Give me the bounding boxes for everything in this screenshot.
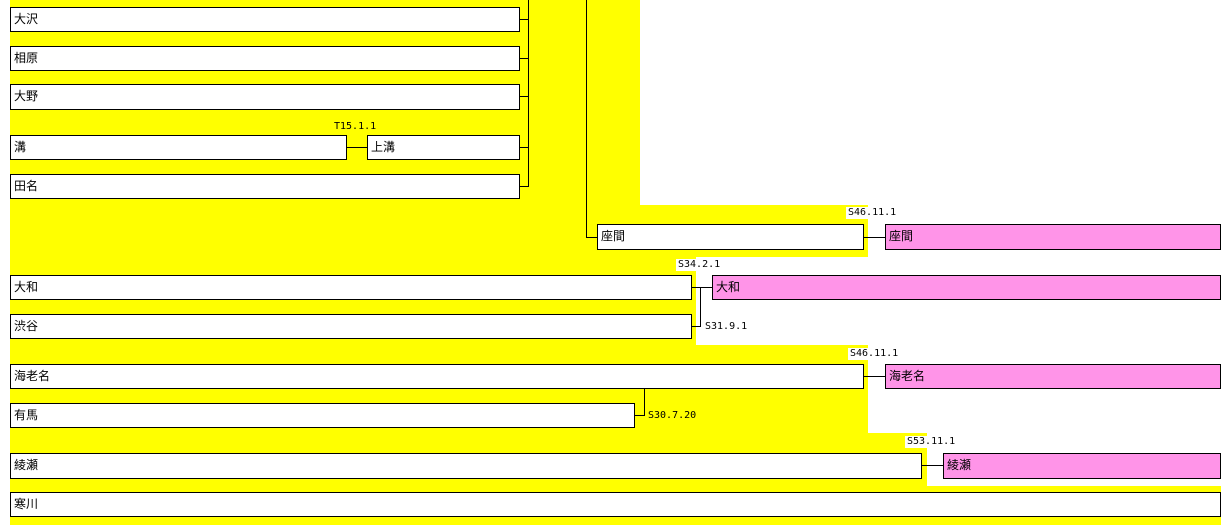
station-box-kamimizo[interactable]: 上溝 bbox=[367, 135, 520, 160]
station-box-yamato-new[interactable]: 大和 bbox=[712, 275, 1221, 300]
merge-line bbox=[644, 388, 645, 416]
date-label-arima: S30.7.20 bbox=[648, 410, 697, 421]
connector bbox=[519, 186, 528, 187]
merge-line bbox=[586, 0, 587, 238]
connector bbox=[519, 58, 528, 59]
date-label-ayase: S53.11.1 bbox=[905, 436, 958, 448]
station-box-ebina-new[interactable]: 海老名 bbox=[885, 364, 1221, 389]
merge-line bbox=[700, 287, 701, 327]
connector bbox=[863, 237, 885, 238]
station-box-zama-new[interactable]: 座間 bbox=[885, 224, 1221, 250]
station-box-oosawa[interactable]: 大沢 bbox=[10, 7, 520, 32]
station-box-oono[interactable]: 大野 bbox=[10, 84, 520, 110]
date-label-ebina: S46.11.1 bbox=[848, 348, 901, 360]
station-box-ebina-old[interactable]: 海老名 bbox=[10, 364, 864, 389]
date-label-yamato: S34.2.1 bbox=[676, 259, 723, 271]
date-label-kamimizo: T15.1.1 bbox=[334, 121, 377, 132]
date-label-shibuya: S31.9.1 bbox=[703, 321, 750, 333]
connector bbox=[586, 237, 597, 238]
connector bbox=[634, 415, 645, 416]
station-box-aihara[interactable]: 相原 bbox=[10, 46, 520, 71]
connector bbox=[519, 19, 528, 20]
station-box-ayase-new[interactable]: 綾瀬 bbox=[943, 453, 1221, 479]
merge-line bbox=[528, 0, 529, 187]
connector bbox=[346, 147, 367, 148]
connector bbox=[691, 326, 701, 327]
station-box-shibuya[interactable]: 渋谷 bbox=[10, 314, 692, 339]
connector bbox=[519, 96, 528, 97]
station-box-yamato-old[interactable]: 大和 bbox=[10, 275, 692, 300]
connector bbox=[519, 147, 528, 148]
station-box-zama-old[interactable]: 座間 bbox=[597, 224, 864, 250]
connector bbox=[691, 287, 712, 288]
station-box-samukawa[interactable]: 寒川 bbox=[10, 492, 1221, 517]
connector bbox=[921, 465, 943, 466]
connector bbox=[863, 376, 885, 377]
station-box-mizo[interactable]: 溝 bbox=[10, 135, 347, 160]
date-label-zama: S46.11.1 bbox=[846, 207, 899, 219]
station-box-arima[interactable]: 有馬 bbox=[10, 403, 635, 428]
station-box-ayase-old[interactable]: 綾瀬 bbox=[10, 453, 922, 479]
station-box-tana[interactable]: 田名 bbox=[10, 174, 520, 199]
